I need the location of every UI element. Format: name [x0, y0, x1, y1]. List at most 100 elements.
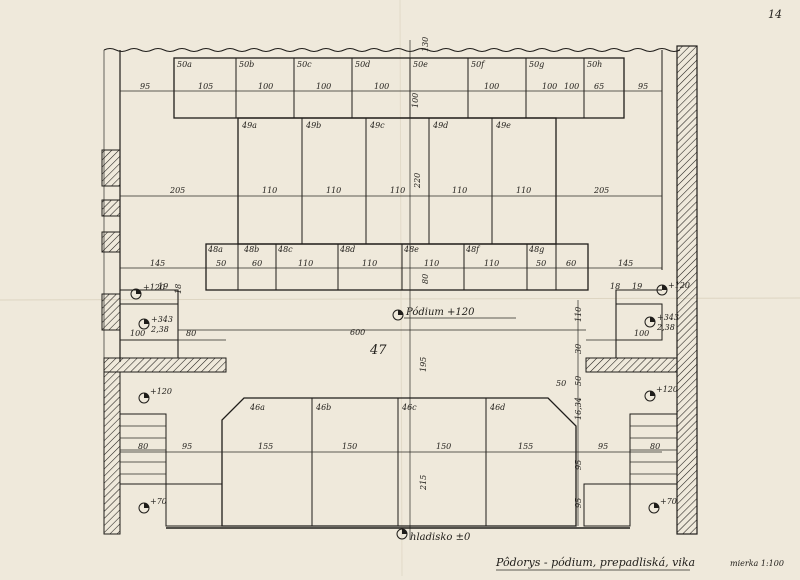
elevation-label: +120 — [143, 283, 165, 292]
elevation-label: +343 — [657, 313, 679, 322]
elevation-label: 2,38 — [656, 323, 675, 332]
dimension-label: 100 — [564, 82, 579, 91]
dimension-label: 50 — [216, 259, 226, 268]
panel-label: 46a — [249, 403, 265, 412]
elevation-label: +70 — [660, 497, 677, 506]
dimension-label: 110 — [484, 259, 499, 268]
dimension-label: 195 — [419, 357, 428, 372]
dimension-label: 60 — [252, 259, 262, 268]
dimension-label: 16,34 — [574, 397, 583, 420]
dimension-label: 220 — [413, 173, 422, 189]
dimension-label: 205 — [593, 186, 609, 195]
dimension-label: 110 — [516, 186, 531, 195]
dimension-label: 100 — [374, 82, 389, 91]
dimension-label: 18 — [174, 284, 183, 294]
left-wall-segment — [101, 231, 121, 253]
right-step-wall — [585, 357, 678, 373]
left-lower-wall — [103, 371, 121, 535]
dimension-label: 19 — [632, 282, 642, 291]
panel-label: 48g — [528, 245, 544, 254]
podium-marker — [392, 309, 404, 321]
elevation-label: +343 — [151, 315, 173, 324]
dimension-label: 110 — [574, 307, 583, 322]
dimension-label: 100 — [634, 329, 649, 338]
panel-label: 48e — [403, 245, 419, 254]
left-wall-segment — [101, 199, 121, 217]
elevation-marker — [644, 316, 656, 328]
dimension-label: 145 — [150, 259, 165, 268]
right-side-block — [586, 289, 663, 358]
panel-label: 46b — [315, 403, 331, 412]
dimension-label: 600 — [350, 328, 365, 337]
dimension-label: 110 — [452, 186, 467, 195]
left-wall-segment — [101, 293, 121, 331]
dimension-label: 145 — [618, 259, 633, 268]
dimension-label: 80 — [186, 329, 196, 338]
hall-label: hladisko ±0 — [410, 532, 471, 543]
elevation-marker — [138, 318, 150, 330]
left-wall-segment — [101, 149, 121, 187]
dimension-label: 50 — [556, 379, 566, 388]
left-step-wall — [103, 357, 227, 373]
dimension-label: 110 — [298, 259, 313, 268]
panel-label: 50e — [413, 60, 428, 69]
dimension-label: 215 — [419, 475, 428, 491]
dimension-label: 65 — [594, 82, 604, 91]
panel-label: 48b — [243, 245, 259, 254]
dimension-label: 60 — [566, 259, 576, 268]
dimension-label: 110 — [262, 186, 277, 195]
panel-label: 49e — [495, 121, 511, 130]
page-number: 14 — [768, 8, 782, 21]
dimension-label: 100 — [542, 82, 557, 91]
elevation-label: +70 — [150, 497, 167, 506]
dimension-label: 50 — [574, 376, 583, 386]
elevation-marker — [644, 390, 656, 402]
dimension-label: 100 — [411, 93, 420, 108]
elevation-marker — [138, 392, 150, 404]
dimension-label: 95 — [182, 442, 192, 451]
dimension-label: 80 — [421, 274, 430, 284]
dimension-label: 80 — [138, 442, 148, 451]
elevation-label: 2,38 — [150, 325, 169, 334]
panel-label: 49a — [241, 121, 257, 130]
hall-marker — [396, 528, 408, 540]
scale-label: mierka 1:100 — [730, 559, 784, 568]
dimension-label: 100 — [316, 82, 331, 91]
dimension-label: 110 — [424, 259, 439, 268]
panel-label: 50a — [177, 60, 192, 69]
elevation-marker — [138, 502, 150, 514]
panel-label: 49d — [432, 121, 448, 130]
dimension-label: 130 — [421, 37, 430, 52]
panel-label: 48a — [207, 245, 223, 254]
area-number: 47 — [369, 343, 387, 358]
dimension-label: 155 — [518, 442, 533, 451]
left-side-block — [119, 289, 226, 358]
panel-label: 48c — [277, 245, 293, 254]
dimension-label: 110 — [390, 186, 405, 195]
dimension-label: 95 — [140, 82, 150, 91]
dimension-label: 95 — [638, 82, 648, 91]
panel-label: 46c — [401, 403, 417, 412]
elevation-marker — [656, 284, 668, 296]
elevation-marker — [648, 502, 660, 514]
dimension-label: 80 — [650, 442, 660, 451]
dimension-label: 100 — [258, 82, 273, 91]
dimension-label: 95 — [574, 460, 583, 470]
dimension-label: 30 — [574, 344, 583, 354]
left-stairs — [119, 413, 223, 527]
elevation-label: +120 — [668, 281, 690, 290]
dimension-label: 100 — [484, 82, 499, 91]
panel-label: 50g — [529, 60, 544, 69]
dimension-label: 205 — [169, 186, 185, 195]
elevation-label: +120 — [656, 385, 678, 394]
panel-label: 49c — [369, 121, 385, 130]
panel-label: 50c — [297, 60, 312, 69]
right-stairs — [583, 413, 678, 527]
panel-label: 48f — [465, 245, 481, 254]
dimension-label: 95 — [574, 498, 583, 508]
dimension-label: 18 — [610, 282, 620, 291]
dimension-label: 110 — [362, 259, 377, 268]
dimension-label: 100 — [130, 329, 145, 338]
panel-label: 50b — [239, 60, 254, 69]
